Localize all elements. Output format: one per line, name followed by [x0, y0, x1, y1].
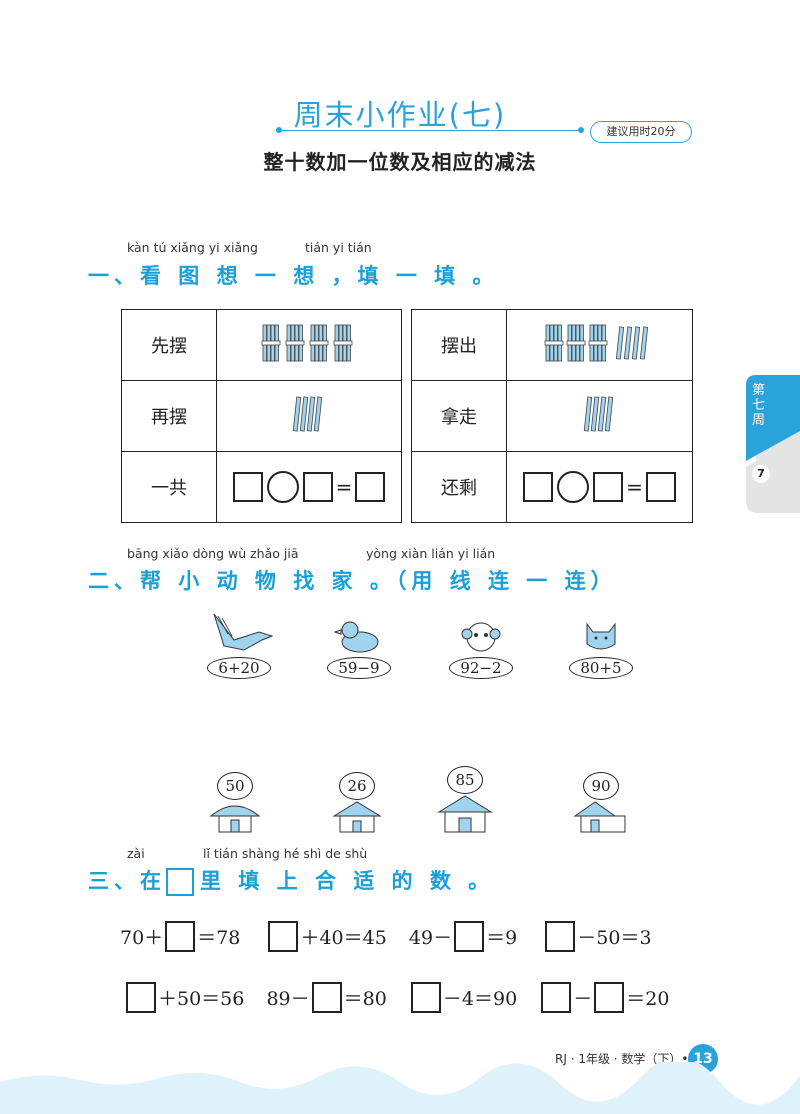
answer-box[interactable]	[311, 982, 342, 1013]
animal-expression: 92−2	[449, 657, 513, 679]
house-icon	[437, 795, 493, 833]
answer-box[interactable]	[594, 982, 625, 1013]
equals-sign: =	[626, 475, 643, 499]
sub-row3-label: 还剩	[411, 451, 507, 523]
stick-bundles-icon	[544, 324, 648, 362]
answer-box[interactable]	[593, 472, 624, 502]
removed-sticks-picture	[506, 380, 693, 452]
sticks-icon	[583, 396, 613, 432]
week-tab-label: 第七周	[752, 383, 766, 428]
answer-box[interactable]	[355, 472, 386, 502]
answer-box[interactable]	[454, 921, 485, 952]
equals-sign: =	[335, 475, 353, 499]
animal-cat[interactable]: 80+5	[560, 620, 642, 679]
animal-duck[interactable]: 59−9	[318, 620, 400, 679]
animal-expression: 80+5	[569, 657, 633, 679]
section3-pinyin-b: lǐ tián shàng hé shì de shù	[203, 846, 368, 861]
sub-equation: =	[506, 451, 693, 523]
section3-heading-suffix: 里 填 上 合 适 的 数 。	[200, 869, 495, 893]
section1-heading: 一、看 图 想 一 想 ，填 一 填 。	[88, 264, 499, 288]
answer-box[interactable]	[126, 982, 156, 1013]
section1-pinyin-b: tián yi tián	[305, 240, 372, 255]
house-icon	[332, 801, 382, 833]
add-row3-label: 一共	[121, 451, 217, 523]
operator-circle[interactable]	[266, 471, 299, 503]
house-3[interactable]: 85	[430, 766, 500, 838]
answer-box[interactable]	[410, 982, 441, 1013]
stick-bundles-icon	[261, 324, 353, 362]
time-badge: 建议用时20分	[590, 121, 692, 143]
animal-expression: 59−9	[327, 657, 391, 679]
subtract-table: 摆出 拿走	[411, 309, 693, 523]
sub-row2-label: 拿走	[411, 380, 507, 452]
answer-box[interactable]	[268, 921, 299, 952]
house-number: 50	[217, 772, 253, 800]
answer-box[interactable]	[523, 472, 554, 502]
answer-box[interactable]	[232, 472, 263, 502]
house-icon	[573, 801, 626, 833]
equation-row-1: 70＋＝78 ＋40＝45 49－＝9 －50＝3	[120, 921, 652, 952]
page-title: 周末小作业(七)	[293, 98, 507, 132]
house-number: 85	[447, 766, 483, 794]
duck-icon	[333, 621, 379, 653]
title-divider	[276, 127, 584, 133]
week-tab-number: 7	[752, 465, 770, 483]
animal-expression: 6+20	[207, 657, 271, 679]
add-row2-label: 再摆	[121, 380, 217, 452]
answer-box[interactable]	[302, 472, 333, 502]
section3-pinyin-a: zài	[127, 846, 145, 861]
house-number: 26	[339, 772, 375, 800]
equation-row-2: ＋50＝56 89－＝80 －4＝90 －＝20	[124, 982, 669, 1013]
answer-box[interactable]	[645, 472, 676, 502]
section3-heading: 三、在 里 填 上 合 适 的 数 。	[88, 865, 494, 896]
animal-bird[interactable]: 6+20	[198, 612, 280, 679]
add-row1-label: 先摆	[121, 309, 217, 381]
box-symbol	[166, 868, 194, 896]
bird-icon	[213, 613, 274, 651]
bottom-wave-decoration	[0, 1062, 800, 1114]
house-1[interactable]: 50	[200, 772, 270, 838]
answer-box[interactable]	[541, 982, 572, 1013]
section2-pinyin-a: bāng xiǎo dòng wù zhǎo jiā	[127, 546, 299, 561]
house-4[interactable]: 90	[566, 772, 636, 838]
cat-icon	[586, 622, 616, 650]
mushroom-house-icon	[209, 805, 261, 833]
add-equation: =	[216, 451, 402, 523]
house-2[interactable]: 26	[322, 772, 392, 838]
section2-heading: 二、帮 小 动 物 找 家 。（用 线 连 一 连）	[88, 569, 617, 593]
section2-pinyin-b: yòng xiàn lián yi lián	[366, 546, 496, 561]
footer-text: RJ · 1年级 · 数学（下）•	[555, 1052, 689, 1066]
house-number: 90	[583, 772, 619, 800]
animal-monkey[interactable]: 92−2	[440, 620, 522, 679]
sub-row1-label: 摆出	[411, 309, 507, 381]
operator-circle[interactable]	[557, 471, 590, 503]
single-sticks-picture	[216, 380, 402, 452]
sticks-icon	[292, 396, 323, 432]
answer-box[interactable]	[165, 921, 196, 952]
section3-heading-prefix: 三、在	[88, 869, 166, 893]
answer-box[interactable]	[545, 921, 576, 952]
week-side-tab: 第七周 7	[746, 375, 800, 513]
section1-pinyin-a: kàn tú xiǎng yi xiǎng	[127, 240, 258, 255]
four-bundles-picture	[216, 309, 402, 381]
monkey-icon	[461, 622, 501, 652]
bundles-and-sticks-picture	[506, 309, 693, 381]
page-subtitle: 整十数加一位数及相应的减法	[263, 150, 537, 174]
add-table: 先摆 再摆 一共	[121, 309, 402, 523]
